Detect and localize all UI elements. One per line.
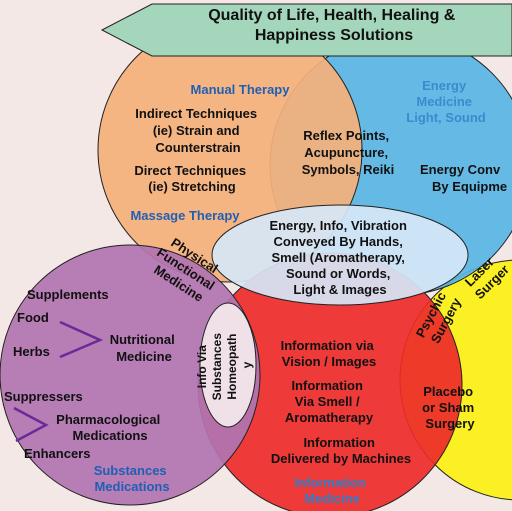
substances-medications-title: Substances Medications	[94, 463, 171, 494]
info-smell-label: Information Via Smell / Aromatherapy	[285, 378, 374, 425]
suppressers-label: Suppressers	[4, 389, 83, 404]
massage-therapy-label: Massage Therapy	[130, 208, 240, 223]
reflex-points-label: Reflex Points, Acupuncture, Symbols, Rei…	[302, 128, 394, 177]
direct-techniques-label: Direct Techniques (ie) Stretching	[134, 163, 249, 194]
banner-title: Quality of Life, Health, Healing & Happi…	[208, 7, 460, 44]
center-ellipse-label: Energy, Info, Vibration Conveyed By Hand…	[269, 218, 410, 297]
info-machines-label: Information Delivered by Machines	[271, 435, 411, 466]
supplements-label: Supplements	[27, 287, 109, 302]
herbs-label: Herbs	[13, 344, 50, 359]
food-label: Food	[17, 310, 49, 325]
nutrition-arrow-icon	[59, 320, 104, 359]
pharma-arrow-icon	[13, 406, 49, 443]
center-ellipse	[211, 204, 469, 306]
information-medicine-title: Information Medicine	[294, 475, 369, 506]
pharmacological-medications-label: Pharmacological Medications	[56, 412, 164, 443]
energy-medicine-title: Energy Medicine Light, Sound	[406, 78, 485, 125]
homeopathy-ellipse	[199, 302, 257, 428]
energy-conveyed-label: Energy Conv By Equipme	[420, 162, 507, 194]
nutritional-medicine-label: Nutritional Medicine	[110, 332, 179, 364]
info-vision-label: Information via Vision / Images	[281, 338, 378, 369]
manual-therapy-title: Manual Therapy	[191, 82, 291, 97]
title-banner	[100, 3, 512, 57]
indirect-techniques-label: Indirect Techniques (ie) Strain and Coun…	[135, 106, 260, 155]
enhancers-label: Enhancers	[24, 446, 90, 461]
homeopathy-label: Info Via Substances Homeopath y	[195, 330, 254, 401]
substances-medications-circle	[0, 244, 261, 506]
placebo-surgery-label: Placebo or Sham Surgery	[422, 384, 478, 431]
